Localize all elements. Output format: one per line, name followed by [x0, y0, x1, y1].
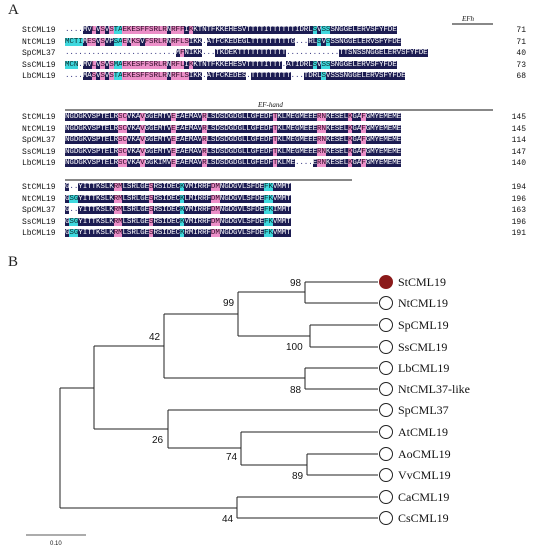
sequence-end-position: 163	[511, 206, 526, 215]
sequence-residues: NGDGKVSPTELRSCVKAVGGEMTVEEAEMAVRLSDSDGDG…	[65, 147, 402, 156]
leaf-circle-icon	[379, 340, 393, 354]
panel-b-label: B	[8, 254, 19, 270]
panel-a-label: A	[8, 2, 19, 18]
sequence-residues: .........................MFNIKK...TKDEKT…	[65, 49, 428, 57]
leaf-label: SpCML19	[398, 318, 449, 332]
leaf-circle-icon	[379, 296, 393, 310]
leaf-label: SsCML19	[398, 340, 447, 354]
sequence-residues: MCTIMESVSVPSAENKSVFSRLRNRFLSIKK.ATFCKEDE…	[65, 37, 402, 46]
sequence-residues: NGDGKVSPTELRSCVKAVGGKIMVEEAEMAVRLSDSDGDG…	[65, 159, 402, 167]
leaf-label: CaCML19	[398, 490, 449, 504]
bootstrap-26: 26	[152, 435, 164, 446]
leaf-circle-icon	[379, 468, 393, 482]
leaf-circle-icon	[379, 447, 393, 461]
sequence-name: LbCML19	[22, 159, 56, 168]
sequence-residues: GSGYITTKSLKRMLSRLGESRSIDECKLMIRRFDMNGDGV…	[65, 194, 291, 203]
sequence-end-position: 196	[511, 217, 526, 227]
bootstrap-99: 99	[223, 298, 235, 309]
sequence-name: NtCML19	[22, 194, 56, 204]
leaf-circle-icon	[379, 382, 393, 396]
sequence-residues: NGDGKVSPTELRSCVKAVGGEMTVEEAEMAVRLSDSDGDG…	[65, 136, 402, 144]
sequence-residues: G..YITTKSLKRMLSRLGESRSIDECKVMIRRFDMNGDGV…	[65, 206, 291, 214]
leaf-circle-icon	[379, 425, 393, 439]
sequence-end-position: 68	[516, 72, 526, 81]
sequence-name: NtCML19	[22, 124, 56, 134]
sequence-end-position: 191	[511, 229, 526, 238]
sequence-residues: G..YITTKSLKRMLSRLGESRSIDECKVMIRRFDMNGDGV…	[65, 183, 291, 191]
leaf-markers	[379, 275, 393, 525]
sequence-name: LbCML19	[22, 72, 56, 81]
sequence-name: SpCML37	[22, 49, 56, 58]
bootstrap-74: 74	[226, 452, 238, 463]
ef-hand-label: EF-hand	[258, 101, 283, 109]
sequence-name: SpCML37	[22, 136, 56, 145]
sequence-name: NtCML19	[22, 37, 56, 47]
stcml19-highlight-dot	[379, 275, 393, 289]
sequence-residues: GSGYITTKSLKRMLSRLGESRSIDECKRMIRRFDMNGDGV…	[65, 229, 291, 237]
leaf-circle-icon	[379, 361, 393, 375]
sequence-end-position: 147	[511, 147, 526, 157]
leaf-label: VvCML19	[398, 468, 451, 482]
bootstrap-42: 42	[149, 332, 161, 343]
sequence-end-position: 196	[511, 194, 526, 204]
sequence-end-position: 71	[516, 37, 526, 47]
sequence-name: SpCML37	[22, 206, 56, 215]
sequence-end-position: 140	[511, 159, 526, 168]
sequence-residues: MCN.MVLVSVSMAEKESFFSRLRNRFLIKKTNTFKKEHES…	[65, 60, 397, 69]
sequence-residues: ....MASVSVSTAEKESFFSRLRNRFLSIKK.ATFCKEDE…	[65, 72, 406, 80]
leaf-label: AoCML19	[398, 447, 451, 461]
bootstrap-100: 100	[286, 342, 303, 353]
leaf-label: AtCML19	[398, 425, 448, 439]
leaf-label: CsCML19	[398, 511, 449, 525]
sequence-name: SsCML19	[22, 147, 56, 157]
leaf-circle-icon	[379, 318, 393, 332]
sequence-end-position: 40	[516, 49, 526, 58]
sequence-end-position: 114	[511, 136, 526, 145]
sequence-residues: NGDGKVSPTELRSCVKAVGGEMTVEEAEMAVRLSDSDGDG…	[65, 113, 402, 121]
leaf-circle-icon	[379, 511, 393, 525]
sequence-name: SsCML19	[22, 60, 56, 70]
sequence-name: StCML19	[22, 26, 56, 35]
leaf-label: SpCML37	[398, 403, 449, 417]
leaf-label: NtCML37-like	[398, 382, 470, 396]
efh-label: EFh	[462, 15, 475, 23]
leaf-circle-icon	[379, 490, 393, 504]
sequence-name: LbCML19	[22, 229, 56, 238]
scale-bar-label: 0.10	[50, 541, 62, 547]
leaf-label: NtCML19	[398, 296, 448, 310]
sequence-residues: NGDGKVSPTELRSCVKAVGGEMTVEEAEMAVRLSDSDGDG…	[65, 124, 402, 133]
motif-lines	[65, 23, 493, 181]
sequence-name: SsCML19	[22, 217, 56, 227]
sequence-end-position: 194	[511, 183, 526, 192]
sequence-end-position: 145	[511, 113, 526, 122]
sequence-end-position: 73	[516, 60, 526, 70]
bootstrap-88: 88	[290, 385, 302, 396]
sequence-end-position: 71	[516, 26, 526, 35]
bootstrap-98: 98	[290, 278, 302, 289]
sequence-name: StCML19	[22, 183, 56, 192]
sequence-end-position: 145	[511, 124, 526, 134]
leaf-label: StCML19	[398, 275, 446, 289]
tree-branches	[59, 281, 378, 519]
sequence-residues: GSGYITTKSLKRMLSRLGESRSIDECKVMIRRFDMNGDGV…	[65, 217, 291, 226]
sequence-name: StCML19	[22, 113, 56, 122]
bootstrap-44: 44	[222, 514, 234, 525]
bootstrap-89: 89	[292, 471, 304, 482]
sequence-residues: ....MVLVSVSTAEKESFFSRLRNRFFIKKTNTFKKEHES…	[65, 26, 397, 34]
leaf-circle-icon	[379, 403, 393, 417]
leaf-label: LbCML19	[398, 361, 449, 375]
